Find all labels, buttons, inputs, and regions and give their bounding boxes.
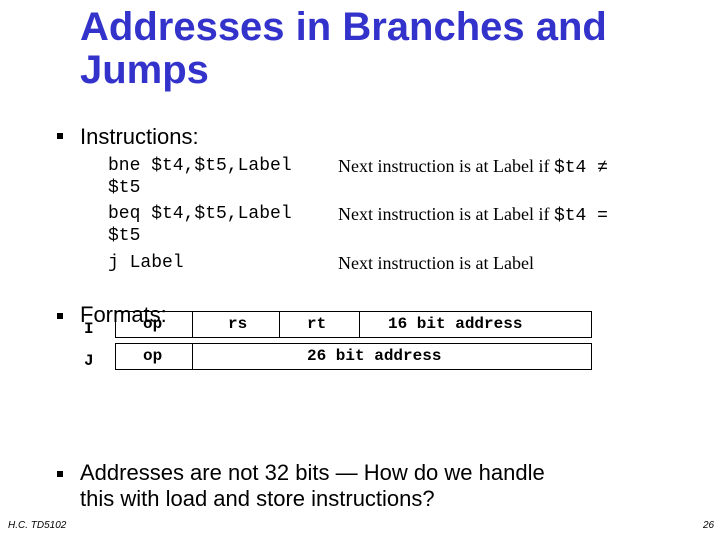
- code-line-bne-continued: $t5: [108, 178, 141, 198]
- slide-title: Addresses in Branches and Jumps: [80, 5, 607, 92]
- format-label-i: I: [84, 320, 94, 338]
- field-op: op: [143, 347, 163, 365]
- page-number: 26: [703, 520, 715, 531]
- bullet-marker: [57, 471, 63, 477]
- field-rt: rt: [307, 315, 327, 333]
- field-address: 26 bit address: [307, 347, 442, 365]
- field-divider: [359, 312, 360, 337]
- instructions-heading: Instructions:: [80, 124, 199, 149]
- field-divider: [279, 312, 280, 337]
- formats-heading: Formats:: [80, 302, 167, 327]
- format-label-j: J: [84, 352, 94, 370]
- footer-course-code: H.C. TD5102: [8, 520, 67, 531]
- code-line-j: j Label: [108, 253, 184, 273]
- format-i-box: [115, 311, 592, 338]
- field-address: 16 bit address: [388, 315, 523, 333]
- description-bne: Next instruction is at Label if $t4 ≠: [338, 155, 608, 179]
- code-line-beq-continued: $t5: [108, 226, 141, 246]
- description-code: $t4 ≠: [553, 158, 608, 178]
- description-code: $t4 =: [553, 206, 608, 226]
- description-j: Next instruction is at Label: [338, 253, 534, 273]
- description-beq: Next instruction is at Label if $t4 =: [338, 203, 608, 227]
- bullet-marker: [57, 313, 63, 319]
- format-j-box: [115, 343, 592, 370]
- field-divider: [192, 344, 193, 369]
- field-divider: [192, 312, 193, 337]
- code-line-beq: beq $t4,$t5,Label: [108, 204, 292, 224]
- description-text: Next instruction is at Label if: [338, 204, 554, 224]
- bullet-marker: [57, 133, 63, 139]
- field-rs: rs: [228, 315, 248, 333]
- description-text: Next instruction is at Label if: [338, 156, 554, 176]
- code-line-bne: bne $t4,$t5,Label: [108, 156, 292, 176]
- addresses-note: Addresses are not 32 bits — How do we ha…: [80, 460, 545, 511]
- field-op: op: [143, 315, 163, 333]
